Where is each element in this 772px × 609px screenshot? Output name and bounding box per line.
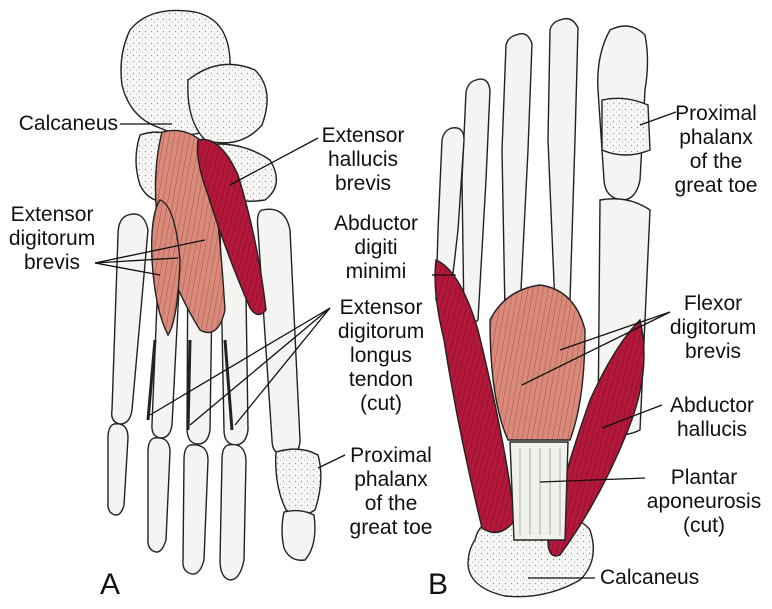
toe-3-b: [501, 32, 533, 316]
flexor-digitorum-brevis-muscle: [489, 284, 586, 441]
panel-letter-a: A: [100, 568, 121, 601]
edb-slip: [150, 199, 181, 337]
leader-edb-2: [94, 257, 179, 264]
toe-2-a: [219, 443, 247, 581]
panel-letter-b: B: [428, 568, 449, 601]
label-calcaneus-a: Calcaneus: [18, 112, 118, 135]
panel-b-leaders: [432, 111, 677, 579]
label-flexor-digitorum-brevis: Flexor digitorum brevis: [669, 292, 757, 363]
label-calcaneus-b: Calcaneus: [600, 566, 700, 589]
talus-bone-a: [187, 63, 268, 144]
abductor-digiti-minimi-muscle: [434, 259, 516, 534]
toe-5-a: [107, 423, 129, 516]
leader-ehb: [229, 137, 319, 186]
label-proximal-phalanx-b: Proximal phalanx of the great toe: [674, 102, 758, 197]
great-toe-proximal-phalanx-a: [275, 448, 322, 516]
label-abductor-hallucis: Abductor hallucis: [669, 394, 755, 441]
plantar-aponeurosis: [509, 441, 569, 541]
label-extensor-hallucis-brevis: Extensor hallucis brevis: [321, 124, 405, 195]
leader-edb-3: [94, 262, 161, 276]
label-extensor-digitorum-brevis: Extensor digitorum brevis: [8, 203, 96, 274]
extensor-hallucis-brevis-muscle: [196, 138, 267, 316]
toe-3-a: [182, 444, 209, 575]
edl-tendon-3: [223, 339, 234, 431]
edl-tendon-1: [146, 339, 157, 421]
panel-a-foot: [107, 9, 322, 581]
leader-fdb-2: [521, 311, 671, 386]
leader-prox-phalanx-b: [639, 111, 677, 126]
metatarsal-1-a: [256, 208, 301, 456]
leader-plantar: [539, 477, 646, 483]
leader-ah: [601, 404, 663, 429]
label-plantar-aponeurosis: Plantar aponeurosis (cut): [646, 466, 762, 537]
label-extensor-digitorum-longus: Extensor digitorum longus tendon (cut): [337, 296, 425, 415]
great-toe-prox-phalanx-b: [601, 97, 651, 156]
panel-a-leaders: [94, 123, 346, 469]
toe-2-b: [547, 17, 579, 308]
leader-fdb-1: [559, 311, 671, 351]
toe-4-a: [147, 437, 171, 553]
metatarsal-5-a: [110, 213, 149, 425]
leader-edb-1: [94, 239, 206, 264]
panel-b-foot: [434, 17, 651, 598]
leader-prox-phalanx-a: [317, 454, 346, 469]
toe-4-b: [461, 78, 491, 324]
label-abductor-digiti-minimi: Abductor digiti minimi: [333, 212, 419, 283]
label-proximal-phalanx-a: Proximal phalanx of the great toe: [349, 444, 433, 539]
leader-edl-2: [189, 307, 331, 426]
great-toe-distal-phalanx-a: [281, 509, 316, 561]
edl-tendon-2: [186, 339, 192, 431]
leader-edl-1: [149, 307, 331, 416]
leader-edl-3: [234, 307, 331, 426]
